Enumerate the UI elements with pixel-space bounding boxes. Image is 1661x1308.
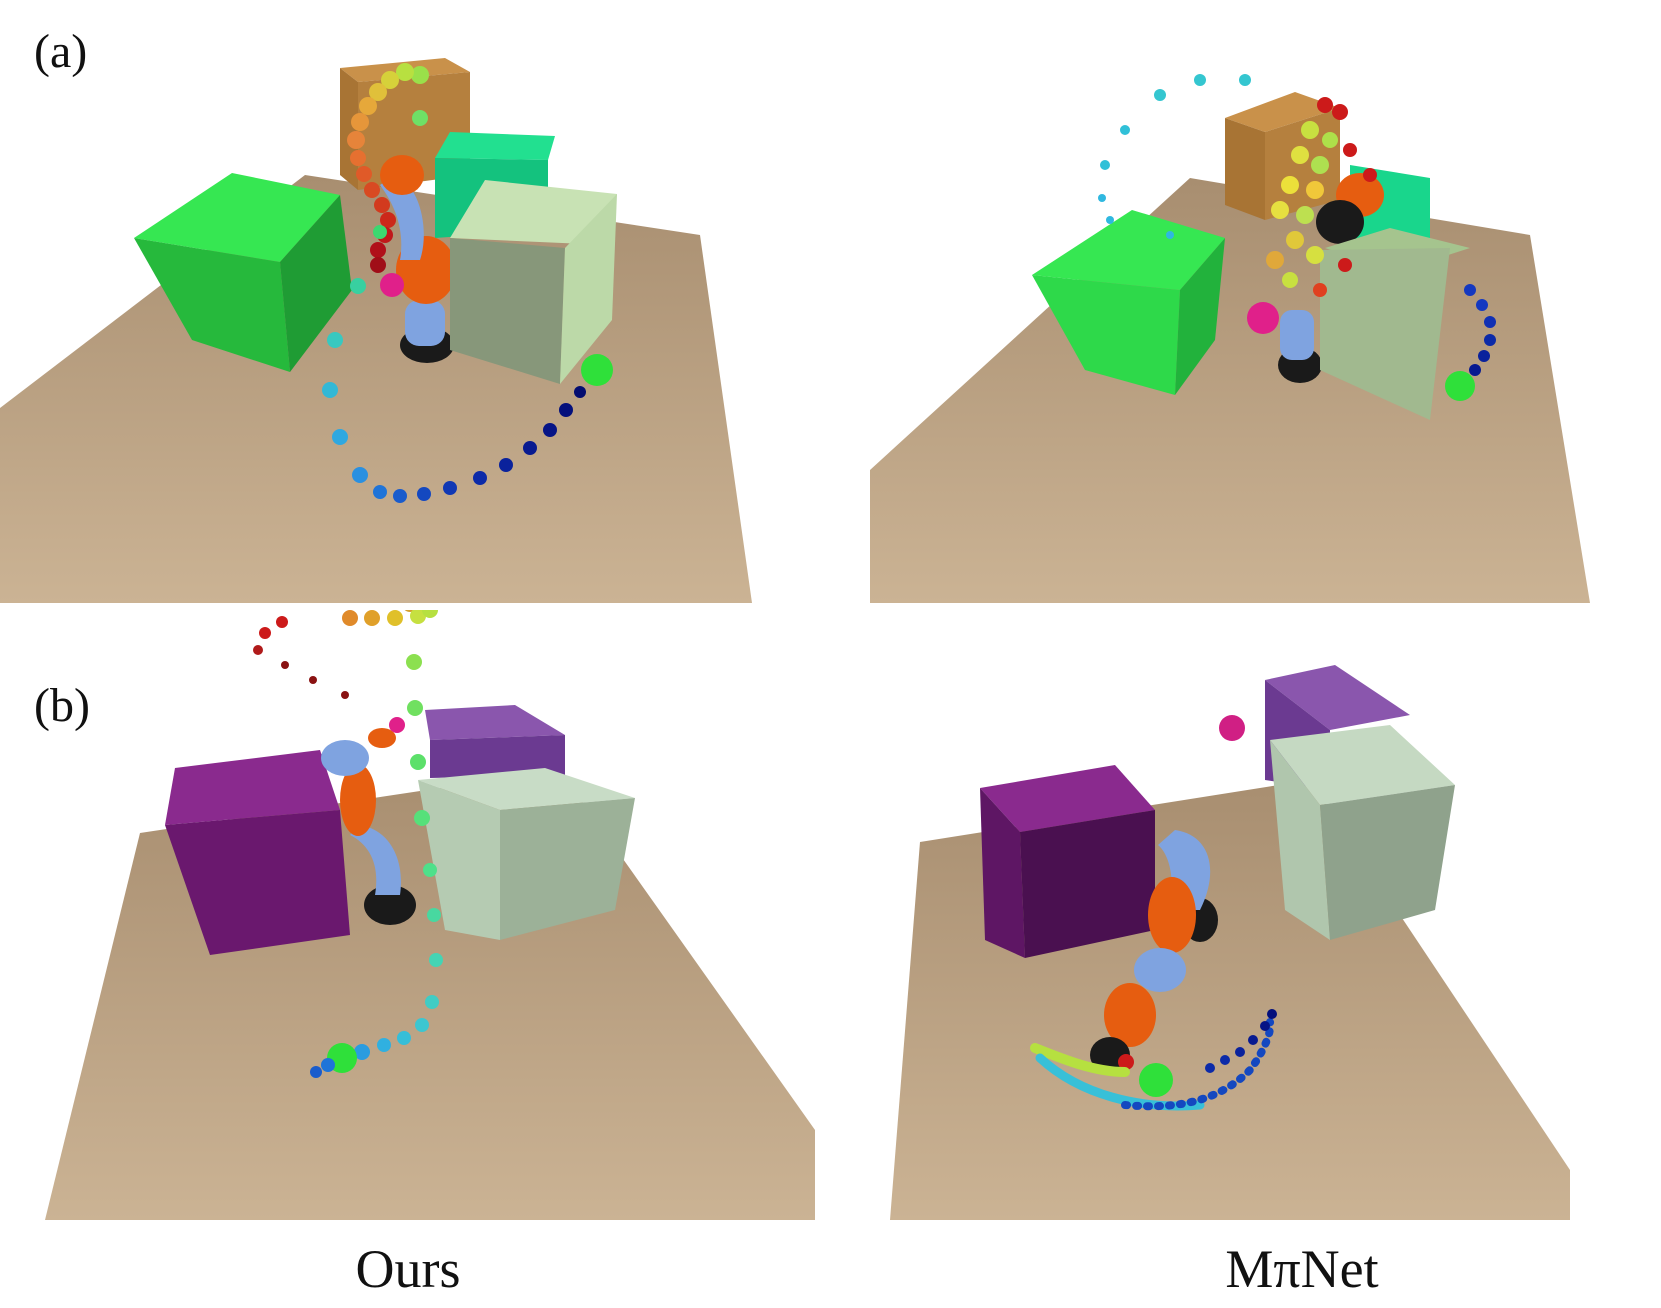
robot-arm bbox=[321, 717, 416, 925]
cube-mint-side bbox=[1320, 785, 1455, 940]
table-surface bbox=[0, 175, 752, 603]
row-label-a: (a) bbox=[34, 25, 88, 78]
scene-b-mpinet bbox=[890, 610, 1661, 1230]
scene-b-mpinet-render bbox=[890, 665, 1570, 1220]
cube-mint-top bbox=[418, 768, 635, 810]
trajectory-spheres bbox=[1098, 74, 1496, 401]
row-label-b: (b) bbox=[34, 679, 90, 732]
start-sphere bbox=[1219, 715, 1245, 741]
goal-sphere bbox=[1139, 1063, 1173, 1097]
scene-b-ours bbox=[0, 610, 820, 1230]
cube-green-right bbox=[280, 195, 352, 372]
cube-lavender-front bbox=[430, 735, 565, 778]
cube-lavender-top bbox=[1265, 665, 1410, 730]
robot-arm bbox=[1090, 830, 1218, 1073]
scene-a-mpinet bbox=[870, 0, 1650, 605]
cube-lavender-top bbox=[425, 705, 565, 740]
cube-mint-side bbox=[500, 798, 635, 940]
trajectory-spheres bbox=[322, 63, 613, 503]
column-label-mpinet: MπNet bbox=[1225, 1239, 1379, 1299]
cube-green-top bbox=[134, 173, 340, 262]
cube-green-left bbox=[134, 238, 290, 372]
trajectory-spheres bbox=[253, 610, 443, 1078]
scene-a-mpinet-render bbox=[870, 74, 1590, 603]
cube-purple-top bbox=[980, 765, 1155, 832]
cube-green-top bbox=[1032, 210, 1225, 290]
cube-mint-front bbox=[418, 780, 500, 940]
scene-a-ours-render bbox=[0, 58, 752, 603]
scene-a-ours bbox=[0, 0, 760, 605]
cube-orange-top bbox=[1225, 92, 1340, 132]
cube-purple-side bbox=[1020, 810, 1155, 958]
scene-b-ours-render bbox=[45, 610, 815, 1220]
trajectory-spheres bbox=[1030, 1009, 1277, 1111]
cube-purple-top bbox=[165, 750, 340, 825]
cube-mint-top bbox=[1270, 725, 1455, 805]
column-label-ours: Ours bbox=[355, 1239, 461, 1299]
cube-mint-front bbox=[1270, 740, 1330, 940]
robot-arm bbox=[1247, 173, 1384, 383]
cube-pale-top bbox=[450, 180, 617, 245]
cube-purple-front bbox=[165, 810, 350, 955]
cube-purple-front bbox=[980, 788, 1025, 958]
cube-pale-front bbox=[450, 238, 565, 384]
table-surface bbox=[870, 178, 1590, 603]
cube-pale-side bbox=[560, 194, 617, 384]
cube-orange-front bbox=[1225, 118, 1265, 220]
cube-green-right bbox=[1175, 238, 1225, 395]
robot-arm bbox=[380, 155, 456, 363]
cube-green-left bbox=[1032, 275, 1180, 395]
cube-pale-front bbox=[1320, 248, 1450, 420]
cube-teal-top bbox=[435, 132, 555, 160]
